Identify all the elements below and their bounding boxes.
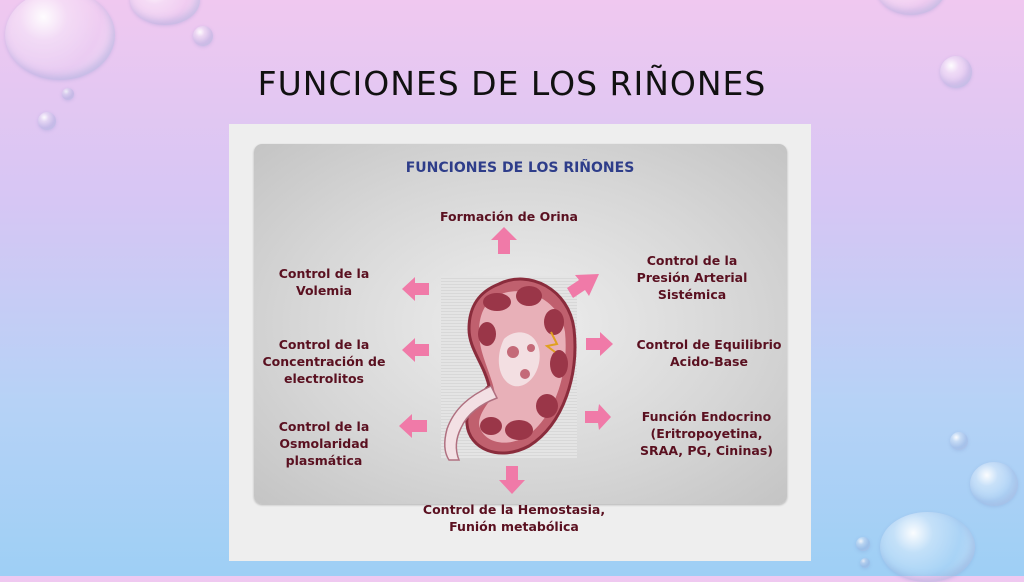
- arrow-down: [499, 466, 525, 494]
- water-drop-decoration: [62, 88, 74, 100]
- arrow-right-3: [585, 404, 611, 430]
- arrow-left-1: [402, 277, 429, 301]
- water-drop-decoration: [130, 0, 200, 25]
- diagram-title: FUNCIONES DE LOS RIÑONES: [405, 160, 635, 176]
- water-drop-decoration: [38, 112, 56, 130]
- water-drop-decoration: [5, 0, 115, 80]
- water-drop-decoration: [940, 56, 972, 88]
- arrow-right-1: [567, 274, 599, 298]
- water-drop-decoration: [856, 537, 870, 551]
- label-control-volemia: Control de la Volemia: [278, 266, 370, 298]
- water-drop-decoration: [193, 26, 213, 46]
- label-equilibrio-acido-base: Control de Equilibrio Acido-Base: [636, 337, 782, 369]
- label-control-osmolaridad: Control de la Osmolaridad plasmática: [278, 419, 370, 468]
- label-presion-arterial: Control de la Presión Arterial Sistémica: [636, 253, 748, 302]
- label-formacion-orina: Formación de Orina: [440, 209, 578, 224]
- water-drop-decoration: [876, 0, 946, 15]
- slide-title: FUNCIONES DE LOS RIÑONES: [257, 64, 767, 103]
- label-hemostasia: Control de la Hemostasia, Funión metaból…: [422, 502, 606, 534]
- kidney-functions-diagram: FUNCIONES DE LOS RIÑONES: [229, 124, 811, 561]
- arrow-left-3: [399, 414, 427, 438]
- arrow-up: [491, 227, 517, 254]
- arrow-left-2: [402, 338, 429, 362]
- arrow-right-2: [586, 332, 613, 356]
- water-drop-decoration: [860, 558, 870, 568]
- water-drop-decoration: [950, 432, 968, 450]
- label-control-electrolitos: Control de la Concentración de electroli…: [262, 337, 386, 386]
- water-drop-decoration: [970, 462, 1018, 506]
- water-drop-decoration: [880, 512, 975, 582]
- label-funcion-endocrino: Función Endocrino (Eritropoyetina, SRAA,…: [640, 409, 773, 458]
- kidney-cross-section: [444, 277, 577, 461]
- kidney-illustration: [399, 227, 613, 494]
